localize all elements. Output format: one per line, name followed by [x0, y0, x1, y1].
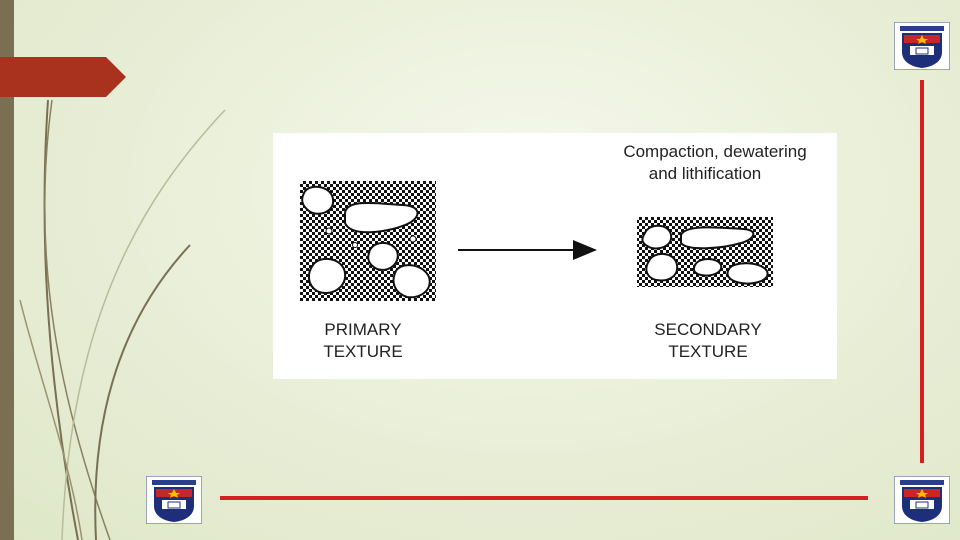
- red-vertical-rule: [920, 80, 924, 463]
- texture-diagram-drawing: [300, 181, 773, 301]
- process-label-line1: Compaction, dewatering: [623, 142, 807, 161]
- arrow-tab-icon: [0, 57, 126, 97]
- secondary-texture-label: TEXTURE: [668, 342, 748, 361]
- left-accent-bar: [0, 0, 14, 540]
- secondary-texture-block: [637, 217, 773, 287]
- primary-texture-label: PRIMARY: [324, 320, 402, 339]
- red-horizontal-rule: [220, 496, 868, 500]
- university-logo-icon: [894, 22, 950, 70]
- process-label-line2: and lithification: [648, 164, 762, 183]
- texture-diagram: Compaction, dewatering and lithification…: [273, 133, 837, 379]
- secondary-texture-label: SECONDARY: [654, 320, 762, 339]
- university-logo-icon: [146, 476, 202, 524]
- primary-texture-label: TEXTURE: [323, 342, 403, 361]
- university-logo-icon: [894, 476, 950, 524]
- decorative-curves: [19, 99, 226, 540]
- primary-texture-block: [300, 181, 436, 301]
